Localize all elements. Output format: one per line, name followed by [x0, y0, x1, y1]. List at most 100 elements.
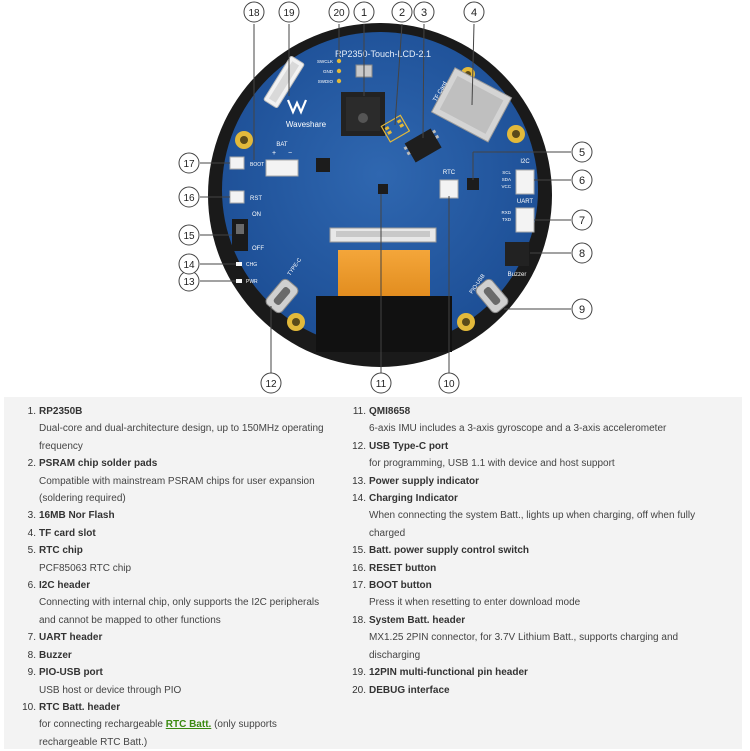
legend-title: RTC Batt. header [39, 701, 121, 713]
rtc-label: RTC [443, 170, 456, 176]
qmi8658-chip [378, 184, 388, 194]
svg-text:6: 6 [579, 175, 585, 187]
legend-title: TF card slot [39, 527, 96, 539]
off-label: OFF [252, 246, 264, 252]
legend-title: RTC chip [39, 545, 83, 557]
svg-text:19: 19 [283, 8, 295, 19]
rtc-chip [467, 178, 479, 190]
callout-18: 18 [243, 1, 265, 23]
svg-text:4: 4 [471, 7, 477, 19]
fpc-latch [336, 231, 430, 237]
legend-desc: PCF85063 RTC chip [39, 562, 132, 574]
sda-label: SDA [502, 177, 511, 182]
legend-desc: for connecting rechargeable RTC Batt. (o… [39, 719, 277, 748]
legend-title: Charging Indicator [369, 493, 458, 505]
svg-text:7: 7 [579, 215, 585, 227]
uart-header: UART RXD TXD [501, 199, 535, 233]
legend-title: PIO-USB port [39, 667, 103, 679]
usb-type-c-port [265, 278, 299, 314]
callout-10: 10 [438, 372, 460, 394]
legend-title: Buzzer [39, 649, 72, 661]
legend-title: RESET button [369, 562, 437, 574]
svg-text:13: 13 [183, 277, 195, 288]
legend-desc: for programming, USB 1.1 with device and… [369, 458, 615, 470]
swclk-label: SWCLK [317, 59, 333, 64]
callout-14: 14 [178, 253, 200, 275]
legend-item: 20.DEBUG interface [348, 682, 728, 699]
callout-16: 16 [178, 186, 200, 208]
pio-usb-port [475, 278, 509, 314]
svg-text:11: 11 [376, 379, 387, 390]
board-model-text: RP2350-Touch-LCD-2.1 [335, 49, 431, 59]
legend-desc: USB host or device through PIO [39, 684, 182, 696]
txd-label: TXD [502, 217, 512, 222]
legend-title: Batt. power supply control switch [369, 545, 530, 557]
svg-text:17: 17 [183, 159, 195, 170]
callout-19: 19 [278, 1, 300, 23]
legend-item: 15.Batt. power supply control switch [348, 542, 728, 559]
i2c-label: I2C [520, 159, 530, 165]
callout-11: 11 [370, 372, 392, 394]
gnd-label: GND [323, 69, 334, 74]
power-indicator-led [236, 279, 242, 283]
callout-9: 9 [571, 298, 593, 320]
legend-title: UART header [39, 632, 103, 644]
scl-label: SCL [502, 170, 511, 175]
i2c-header: I2C SCL SDA VCC [501, 159, 535, 195]
svg-text:12: 12 [265, 379, 277, 390]
swdio-label: SWDIO [318, 79, 334, 84]
charging-indicator-led [236, 262, 242, 266]
callout-3: 3 [413, 1, 435, 23]
callout-20: 20 [328, 1, 350, 23]
legend-title: System Batt. header [369, 614, 466, 626]
system-batt-header: BAT + − [265, 142, 299, 177]
batt-power-switch: ON OFF [232, 212, 264, 252]
svg-text:15: 15 [183, 231, 195, 242]
legend-desc: 6-axis IMU includes a 3-axis gyroscope a… [369, 423, 667, 435]
board-diagram: RP2350-Touch-LCD-2.1 SWCLK GND SWDIO Wav… [178, 1, 593, 394]
nor-flash-chip [403, 128, 442, 163]
svg-text:9: 9 [579, 304, 585, 316]
callout-5: 5 [571, 141, 593, 163]
legend-desc: Press it when resetting to enter downloa… [369, 597, 581, 609]
rtc-batt-link[interactable]: RTC Batt. [165, 719, 212, 731]
boot-label: BOOT [250, 162, 264, 168]
callout-6: 6 [571, 169, 593, 191]
buzzer: Buzzer [505, 242, 529, 278]
legend-item: 16.RESET button [348, 560, 728, 577]
callout-bubbles: 1 2 3 4 5 6 7 8 9 10 11 12 13 14 15 16 1… [178, 1, 593, 394]
legend-desc: Dual-core and dual-architecture design, … [39, 423, 324, 452]
legend-item: 4.TF card slot [18, 525, 334, 542]
callout-4: 4 [463, 1, 485, 23]
svg-text:20: 20 [333, 8, 345, 19]
svg-text:10: 10 [443, 379, 455, 390]
legend-item: 3.16MB Nor Flash [18, 507, 334, 524]
callout-17: 17 [178, 152, 200, 174]
pin-header-12pin [263, 55, 305, 109]
callout-8: 8 [571, 242, 593, 264]
legend-title: USB Type-C port [369, 440, 449, 452]
uart-label: UART [517, 199, 534, 205]
legend-item: 8.Buzzer [18, 647, 334, 664]
legend-title: I2C header [39, 580, 91, 592]
legend-title: DEBUG interface [369, 684, 450, 696]
svg-text:14: 14 [183, 260, 195, 271]
debug-interface: SWCLK GND SWDIO [317, 58, 342, 84]
callout-lines [200, 23, 571, 373]
psram-solder-pads [380, 114, 411, 143]
legend-desc: MX1.25 2PIN connector, for 3.7V Lithium … [369, 632, 679, 661]
legend-item: 19.12PIN multi-functional pin header [348, 664, 728, 681]
vcc-label: VCC [501, 184, 511, 189]
svg-text:18: 18 [248, 8, 260, 19]
